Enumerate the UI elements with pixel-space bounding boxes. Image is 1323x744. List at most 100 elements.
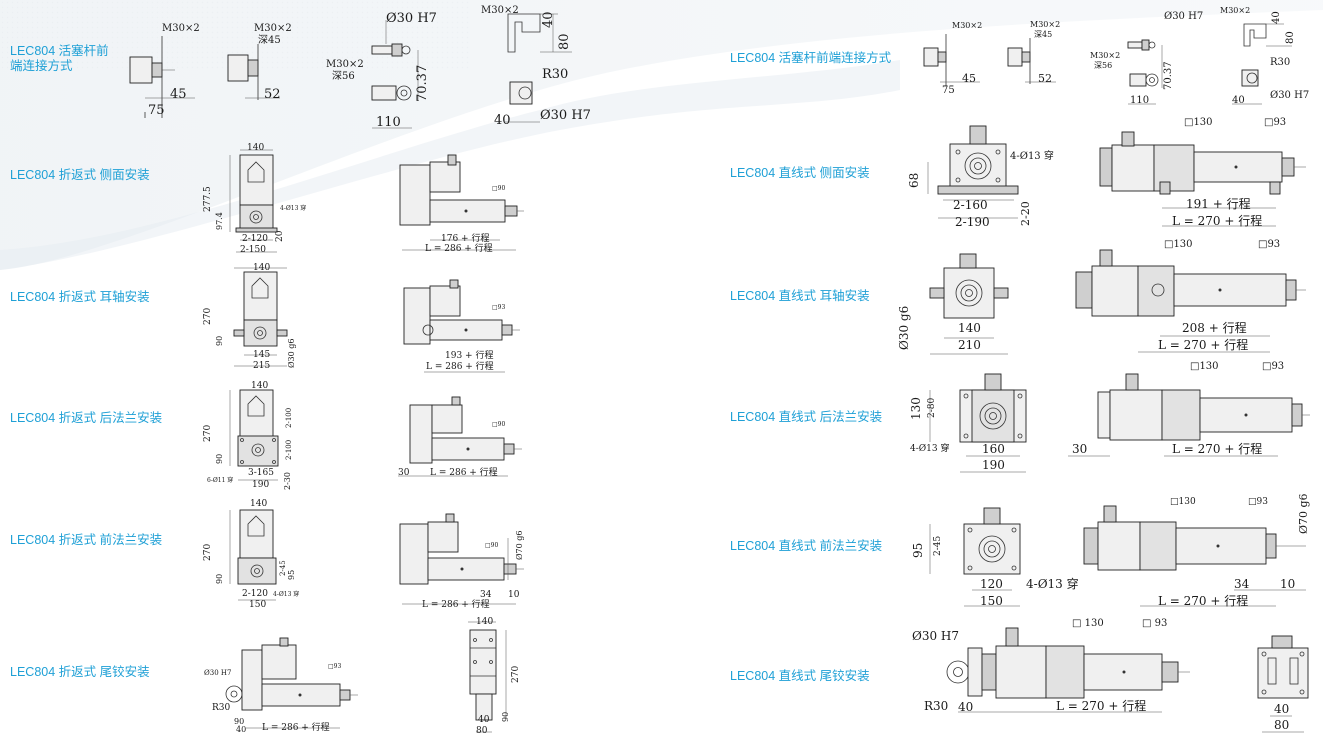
right-clevis-label: LEC804 直线式 尾铰安装 <box>730 669 870 683</box>
dim-text: 270 <box>203 424 213 442</box>
dim-text: 2-160 <box>953 198 988 212</box>
dim-text: □130 <box>1190 361 1219 372</box>
dim-text: 160 <box>982 442 1005 456</box>
left-rod-end-drawings <box>129 13 572 129</box>
dim-text: 110 <box>1130 95 1150 106</box>
dim-text: 4-Ø13 穿 <box>1026 577 1079 591</box>
dim-text: Ø30 g6 <box>897 305 911 350</box>
dim-text: 80 <box>476 726 488 736</box>
dim-text: L = 270 + 行程 <box>1158 594 1249 608</box>
right-side-label: LEC804 直线式 侧面安装 <box>730 166 870 180</box>
dim-text: Ø30 g6 <box>287 338 296 369</box>
dim-text: 140 <box>958 321 981 335</box>
dim-text: 2-150 <box>240 245 266 255</box>
dim-text: 45 <box>170 87 187 102</box>
dim-text: 深56 <box>332 71 355 82</box>
dim-text: 4-Ø13 穿 <box>1010 151 1054 162</box>
dim-text: Ø30 H7 <box>386 11 437 26</box>
left-side-label: LEC804 折返式 侧面安装 <box>10 168 150 182</box>
dim-text: 52 <box>264 87 281 102</box>
dim-text: 10 <box>1280 577 1296 591</box>
dim-text: 140 <box>253 263 271 273</box>
dim-text: 193 + 行程 <box>445 351 494 361</box>
dim-text: M30×2 <box>1090 51 1121 60</box>
right-clevis-drawings <box>946 627 1309 733</box>
dim-text: Ø30 H7 <box>912 629 960 643</box>
dim-text: L = 286 + 行程 <box>426 362 494 372</box>
dim-text: Ø70 g6 <box>1297 493 1310 534</box>
dim-text: L = 270 + 行程 <box>1056 699 1147 713</box>
dim-text: 20 <box>275 230 285 242</box>
dim-text: 80 <box>557 33 572 50</box>
dim-text: 2-80 <box>927 397 937 418</box>
dim-text: 90 <box>215 573 224 584</box>
dim-text: □130 <box>1184 117 1213 128</box>
dim-text: 4-Ø13 穿 <box>910 444 950 454</box>
background-swoosh-2 <box>0 60 900 270</box>
dim-text: □93 <box>328 663 342 670</box>
dim-text: L = 286 + 行程 <box>422 600 490 610</box>
left-front-flange-drawings <box>229 509 524 605</box>
dim-text: L = 286 + 行程 <box>430 468 498 478</box>
dim-text: 4-Ø13 穿 <box>280 205 307 212</box>
dim-text: 40 <box>478 715 490 725</box>
dim-text: 45 <box>962 72 976 85</box>
dim-text: 90 <box>215 335 224 346</box>
dim-text: Ø30 H7 <box>1164 11 1204 22</box>
dim-text: 2-120 <box>242 234 268 244</box>
dim-text: 140 <box>251 381 269 391</box>
right-front-flange-drawings <box>929 505 1306 607</box>
dim-text: 6-Ø11 穿 <box>207 477 234 484</box>
dim-text: 2-100 <box>285 439 293 460</box>
dim-text: 4-Ø13 穿 <box>273 591 300 598</box>
dim-text: □ 130 <box>1072 618 1104 629</box>
dim-text: □130 <box>1164 239 1193 250</box>
dim-text: 75 <box>942 85 955 96</box>
dim-text: 120 <box>980 577 1003 591</box>
left-side-mount-drawings <box>229 149 524 253</box>
dim-text: Ø30 H7 <box>204 669 232 677</box>
left-rear-flange-drawings <box>229 389 522 481</box>
dim-text: □130 <box>1170 497 1196 507</box>
dim-text: 208 + 行程 <box>1182 321 1247 335</box>
dim-text: 52 <box>1038 72 1052 85</box>
dim-text: Ø30 H7 <box>1270 90 1310 101</box>
dim-text: 深45 <box>1034 30 1053 39</box>
right-rod-end-label: LEC804 活塞杆前端连接方式 <box>730 51 892 65</box>
dim-text: L = 270 + 行程 <box>1172 442 1263 456</box>
dim-text: □ 93 <box>1142 618 1168 629</box>
dim-text: 2-190 <box>955 215 990 229</box>
dim-text: 深45 <box>258 35 281 46</box>
dim-text: R30 <box>542 67 569 82</box>
dim-text: 2-120 <box>242 589 268 599</box>
right-side-mount-drawings <box>927 125 1306 227</box>
dim-text: L = 286 + 行程 <box>425 244 493 254</box>
dim-text: M30×2 <box>1220 6 1251 15</box>
dim-text: 150 <box>980 594 1003 608</box>
right-trunnion-drawings <box>929 249 1306 355</box>
dim-text: 34 <box>1234 577 1250 591</box>
dim-text: 140 <box>247 143 265 153</box>
dim-text: □93 <box>492 304 506 311</box>
dim-text: L = 270 + 行程 <box>1172 214 1263 228</box>
dim-text: 40 <box>236 725 247 734</box>
dim-text: □93 <box>1264 117 1287 128</box>
right-front-flange-label: LEC804 直线式 前法兰安装 <box>730 539 883 553</box>
dim-text: R30 <box>924 699 949 713</box>
left-trunnion-drawings <box>233 267 520 373</box>
dim-text: 2-30 <box>283 472 292 490</box>
dim-text: 2-45 <box>933 535 943 556</box>
dim-text: 191 + 行程 <box>1186 197 1251 211</box>
dim-text: 90 <box>234 717 245 726</box>
dim-text: 95 <box>911 542 925 558</box>
dim-text: 10 <box>508 590 520 600</box>
dim-text: □93 <box>1258 239 1281 250</box>
dim-text: 70.37 <box>1163 61 1174 90</box>
dim-text: L = 270 + 行程 <box>1158 338 1249 352</box>
dim-text: 40 <box>494 113 511 128</box>
dim-text: M30×2 <box>1030 20 1061 29</box>
right-rear-flange-drawings <box>929 373 1310 473</box>
left-front-flange-label: LEC804 折返式 前法兰安装 <box>10 533 163 547</box>
dim-text: 270 <box>203 307 213 325</box>
